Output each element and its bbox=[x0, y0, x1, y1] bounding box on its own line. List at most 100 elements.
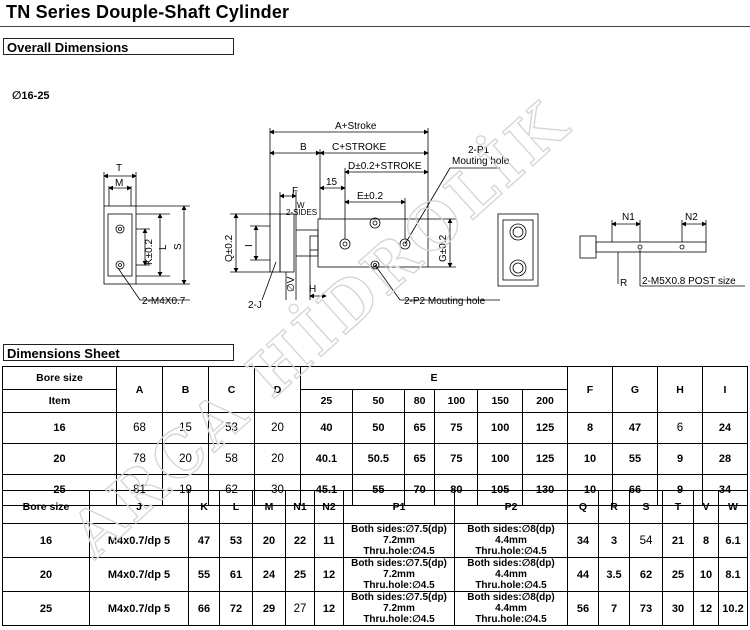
header-N1: N1 bbox=[285, 490, 315, 524]
cell-I: 28 bbox=[702, 443, 748, 475]
label-2-P1: 2-P1 bbox=[468, 145, 490, 156]
cell-E-80: 65 bbox=[403, 412, 436, 444]
cell-K: 55 bbox=[188, 557, 220, 592]
cell-B: 20 bbox=[162, 443, 209, 475]
cell-N1: 25 bbox=[285, 557, 315, 592]
dim-L: L bbox=[158, 244, 169, 250]
cell-E-150: 100 bbox=[477, 412, 524, 444]
cell-T: 21 bbox=[662, 523, 694, 558]
cell-E-100: 75 bbox=[434, 412, 479, 444]
header-H: H bbox=[657, 366, 703, 413]
cell-L: 53 bbox=[219, 523, 253, 558]
dim-Q: Q±0.2 bbox=[224, 234, 235, 262]
header-e-200: 200 bbox=[522, 389, 568, 413]
dim-N1: N1 bbox=[622, 212, 635, 223]
cell-F: 10 bbox=[567, 443, 613, 475]
dim-N2: N2 bbox=[685, 212, 698, 223]
dim-E: E±0.2 bbox=[357, 191, 383, 202]
cell-N2: 12 bbox=[314, 557, 344, 592]
dim-C: C+STROKE bbox=[332, 142, 387, 153]
cell-G: 47 bbox=[612, 412, 658, 444]
p2-line-3: Thru.hole:∅4.5 bbox=[475, 614, 547, 625]
dim-K: K±0.2 bbox=[144, 239, 155, 265]
dim-S: S bbox=[173, 243, 184, 250]
dim-B: B bbox=[300, 142, 307, 153]
header-P1: P1 bbox=[343, 490, 455, 524]
label-2-M4: 2-M4X0.7 bbox=[142, 296, 186, 307]
header-e-50: 50 bbox=[351, 389, 405, 413]
cell-B: 15 bbox=[162, 412, 209, 444]
cell-S: 73 bbox=[629, 591, 663, 626]
p2-line-1: Both sides:∅8(dp) bbox=[467, 524, 555, 535]
cell-W: 10.2 bbox=[718, 591, 748, 626]
cell-bore: 20 bbox=[2, 443, 117, 475]
header-bore-size: Bore size bbox=[2, 490, 90, 524]
cell-E-150: 100 bbox=[477, 443, 524, 475]
title-divider bbox=[0, 26, 750, 27]
header-D: D bbox=[254, 366, 301, 413]
header-S: S bbox=[629, 490, 663, 524]
table-row: 16 M4x0.7/dp 5 47 53 20 22 11 Both sides… bbox=[2, 523, 748, 558]
cell-W: 6.1 bbox=[718, 523, 748, 558]
cell-S: 54 bbox=[629, 523, 663, 558]
p1-line-1: Both sides:∅7.5(dp) bbox=[351, 592, 447, 603]
p1-line-3: Thru.hole:∅4.5 bbox=[363, 614, 435, 625]
header-e-150: 150 bbox=[477, 389, 524, 413]
table-row: 20 78 20 58 20 40.1 50.5 65 75 100 125 1… bbox=[2, 443, 748, 475]
header-e-100: 100 bbox=[434, 389, 479, 413]
cell-S: 62 bbox=[629, 557, 663, 592]
p1-line-3: Thru.hole:∅4.5 bbox=[363, 546, 435, 557]
header-W: W bbox=[718, 490, 748, 524]
cell-bore: 25 bbox=[2, 591, 90, 626]
end-view-left bbox=[103, 172, 190, 301]
dim-D: D±0.2+STROKE bbox=[348, 161, 422, 172]
cell-E-50: 50 bbox=[351, 412, 405, 444]
dim-T: T bbox=[116, 163, 122, 174]
cell-E-25: 40 bbox=[300, 412, 353, 444]
table-row: 20 M4x0.7/dp 5 55 61 24 25 12 Both sides… bbox=[2, 557, 748, 592]
cell-D: 20 bbox=[254, 412, 301, 444]
p1-line-1: Both sides:∅7.5(dp) bbox=[351, 558, 447, 569]
label-2-J: 2-J bbox=[248, 300, 262, 311]
header-B: B bbox=[162, 366, 209, 413]
cell-A: 78 bbox=[116, 443, 163, 475]
header-V: V bbox=[693, 490, 719, 524]
dim-V: ∅V bbox=[286, 276, 297, 292]
cell-V: 12 bbox=[693, 591, 719, 626]
end-view-right bbox=[497, 213, 539, 287]
p1-line-1: Both sides:∅7.5(dp) bbox=[351, 524, 447, 535]
dimensions-table-2: Bore size J K L M N1 N2 P1 P2 Q R S T V … bbox=[2, 490, 748, 626]
cell-L: 61 bbox=[219, 557, 253, 592]
post-detail bbox=[579, 220, 745, 287]
cell-bore: 16 bbox=[2, 412, 117, 444]
dim-15: 15 bbox=[326, 177, 338, 188]
p2-line-3: Thru.hole:∅4.5 bbox=[475, 580, 547, 591]
cell-M: 20 bbox=[252, 523, 286, 558]
cell-D: 20 bbox=[254, 443, 301, 475]
cell-R: 7 bbox=[598, 591, 630, 626]
p2-line-1: Both sides:∅8(dp) bbox=[467, 592, 555, 603]
header-K: K bbox=[188, 490, 220, 524]
dim-R: R bbox=[620, 278, 627, 289]
table-row: 16 68 15 53 20 40 50 65 75 100 125 8 47 … bbox=[2, 412, 748, 444]
cell-T: 30 bbox=[662, 591, 694, 626]
p1-line-2: 7.2mm bbox=[383, 603, 415, 614]
cell-C: 58 bbox=[208, 443, 255, 475]
p2-line-2: 4.4mm bbox=[495, 569, 527, 580]
header-e-80: 80 bbox=[403, 389, 436, 413]
cell-L: 72 bbox=[219, 591, 253, 626]
page-title: TN Series Douple-Shaft Cylinder bbox=[6, 2, 290, 22]
cell-H: 9 bbox=[657, 443, 703, 475]
header-F: F bbox=[567, 366, 613, 413]
cell-Q: 34 bbox=[567, 523, 599, 558]
cell-E-80: 65 bbox=[403, 443, 436, 475]
header-G: G bbox=[612, 366, 658, 413]
cell-K: 47 bbox=[188, 523, 220, 558]
header-M: M bbox=[252, 490, 286, 524]
